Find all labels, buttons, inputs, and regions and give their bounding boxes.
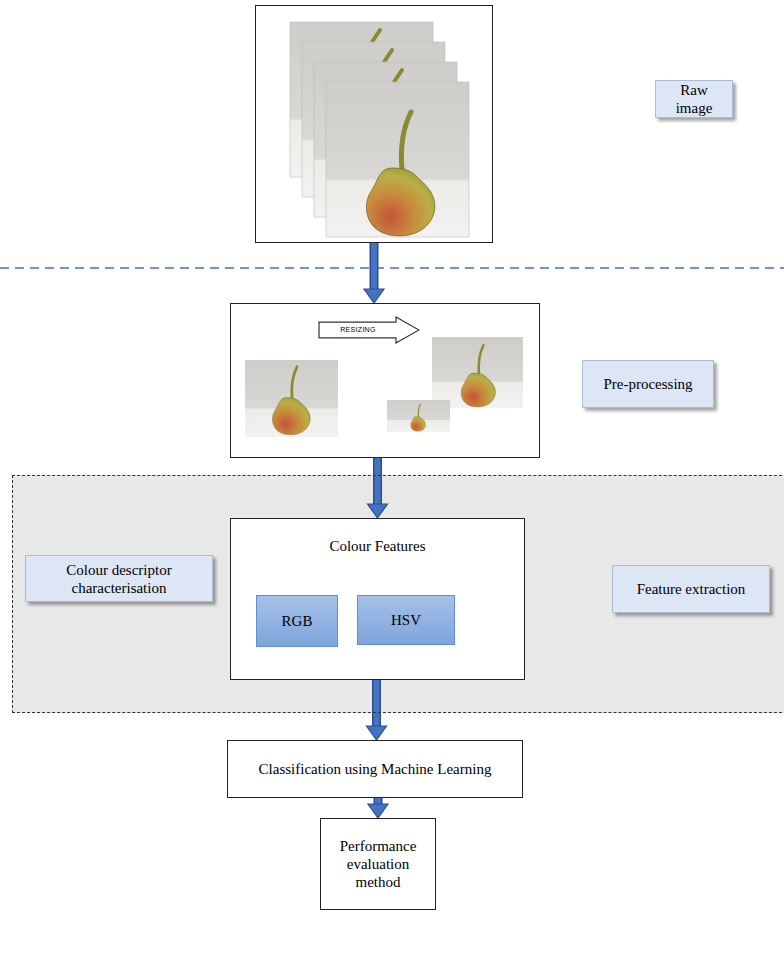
- node-text: Feature extraction: [637, 580, 746, 598]
- flow-arrow: [368, 798, 388, 818]
- process-box: RGB HSV Colour Features: [230, 518, 525, 680]
- image-frame: [255, 5, 493, 243]
- node-text: Performance evaluation method: [331, 837, 425, 891]
- node-text: Colour descriptor characterisation: [34, 561, 204, 597]
- arrow-shaft-outline: [374, 798, 383, 804]
- node-text: HSV: [391, 611, 421, 629]
- arrow-shaft: [374, 680, 380, 726]
- resized-images: [245, 337, 523, 437]
- photo: [432, 337, 523, 408]
- photo: [326, 82, 469, 237]
- node-text: Classification using Machine Learning: [259, 760, 492, 778]
- arrow-head: [364, 289, 384, 303]
- arrow-shaft: [371, 243, 377, 289]
- arrow-shaft: [375, 798, 381, 804]
- stage-label: Pre-processing: [582, 360, 714, 408]
- node-text: RESIZING: [340, 326, 375, 334]
- pear: [366, 112, 434, 236]
- flow-arrow: [364, 243, 384, 303]
- arrow-shaft-outline: [373, 458, 382, 504]
- pear: [461, 345, 495, 407]
- stage-label: Raw image: [655, 80, 733, 118]
- stem-tip: [384, 50, 392, 62]
- node-text: RGB: [282, 612, 313, 630]
- image-frame: RESIZING: [230, 303, 540, 458]
- arrow-head: [368, 804, 388, 818]
- feature-chip: RGB: [256, 595, 338, 647]
- feature-band-fill: [12, 475, 784, 713]
- process-box: Classification using Machine Learning: [227, 740, 523, 798]
- arrow-shaft: [375, 458, 381, 504]
- feature-chip: HSV: [357, 595, 455, 645]
- flow-arrow: [367, 680, 387, 740]
- resize-arrow: RESIZING: [318, 316, 420, 344]
- stem-tip: [394, 70, 402, 82]
- flow-arrow: [368, 458, 388, 518]
- stem-tip: [372, 30, 380, 42]
- feature-region: Colour descriptor characterisationRGB HSV…: [12, 475, 784, 713]
- node-text: Raw image: [664, 81, 724, 117]
- node-text: Colour Features: [329, 537, 425, 555]
- stage-divider: [0, 267, 784, 268]
- arrow-shaft-outline: [370, 243, 379, 289]
- stage-label: Feature extraction: [612, 565, 770, 613]
- photo: [245, 360, 338, 437]
- node-text: Pre-processing: [603, 375, 692, 393]
- process-box: Performance evaluation method: [320, 818, 436, 910]
- arrow-shaft-outline: [372, 680, 381, 726]
- pear: [411, 404, 426, 431]
- pear: [273, 367, 311, 435]
- arrow-head: [367, 726, 387, 740]
- arrow-outline-shape: [319, 317, 419, 343]
- arrow-head: [368, 504, 388, 518]
- photo: [387, 400, 450, 432]
- stage-label: Colour descriptor characterisation: [25, 555, 213, 602]
- raw-image-stack: [290, 22, 469, 237]
